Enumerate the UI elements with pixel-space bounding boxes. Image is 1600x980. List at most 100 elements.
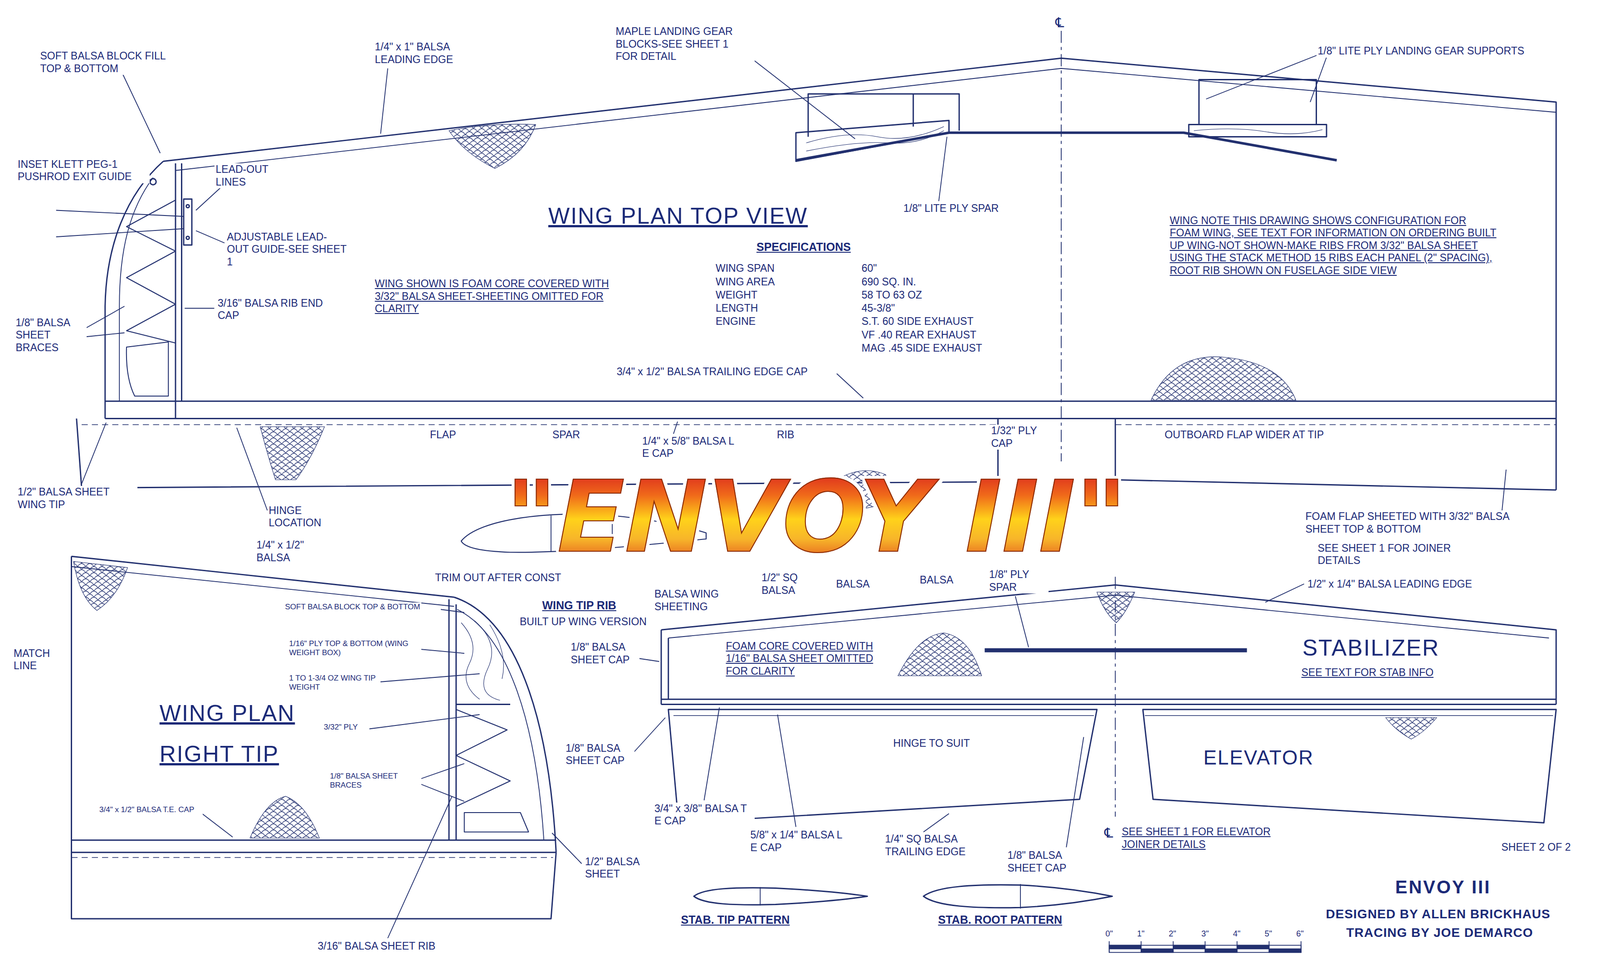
stabilizer-plan [693, 887, 868, 905]
right-tip-plan [457, 609, 544, 840]
scale-bar [1173, 945, 1205, 949]
callout-label: 3/4" x 1/2" BALSA TRAILING EDGE CAP [615, 365, 810, 379]
stabilizer-plan [759, 886, 761, 906]
callout-label: 1/32" PLY CAP [990, 424, 1057, 450]
callout-label: BUILT UP WING VERSION [518, 615, 649, 629]
callout-label: 45-3/8" [860, 302, 897, 315]
callout-label: 3/4" x 3/8" BALSA T E CAP [653, 802, 755, 828]
callout-label: 1/2" SQ BALSA [760, 571, 827, 597]
scale-number: 4" [1231, 928, 1242, 939]
callout-label: SHEET 2 OF 2 [1500, 840, 1573, 854]
balsa-grain-hatch [448, 124, 536, 169]
callout-label: WING NOTE THIS DRAWING SHOWS CONFIGURATI… [1168, 214, 1500, 278]
scale-bar [1204, 948, 1237, 952]
callout-label: 58 TO 63 OZ [860, 288, 924, 302]
callout-label: STAB. ROOT PATTERN [936, 912, 1064, 927]
stabilizer-plan [1019, 883, 1021, 909]
callout-label: 1/4" x 1/2" BALSA [255, 538, 336, 564]
callout-label: MAPLE LANDING GEAR BLOCKS-SEE SHEET 1 FO… [614, 25, 756, 64]
stabilizer-plan [1142, 709, 1557, 823]
wing-top-view [150, 178, 157, 186]
callout-label: MAG .45 SIDE EXHAUST [860, 341, 984, 355]
callout-label: LEAD-OUT LINES [214, 163, 281, 189]
callout-label: 1/2" BALSA SHEET WING TIP [16, 485, 138, 511]
callout-label: 3/16" BALSA RIB END CAP [216, 297, 332, 322]
leader-lines [673, 421, 678, 434]
callout-label: FOAM FLAP SHEETED WITH 3/32" BALSA SHEET… [1304, 510, 1517, 536]
callout-label: ADJUSTABLE LEAD-OUT GUIDE-SEE SHEET 1 [225, 230, 349, 269]
right-tip-plan [448, 599, 457, 840]
wing-top-view [105, 400, 1557, 419]
right-tip-plan [71, 556, 557, 919]
scale-number: 6" [1294, 928, 1305, 939]
scale-number: 5" [1263, 928, 1274, 939]
scale-number: 2" [1167, 928, 1178, 939]
leader-lines [84, 306, 125, 329]
callout-label: HINGE LOCATION [267, 504, 334, 530]
leader-lines [387, 795, 453, 938]
balsa-grain-hatch [260, 426, 325, 480]
wing-top-view [175, 163, 182, 419]
callout-label: 1/4" x 5/8" BALSA L E CAP [640, 434, 743, 460]
callout-label: WEIGHT [714, 288, 759, 302]
leader-lines [420, 763, 465, 779]
leader-lines [369, 714, 480, 729]
stabilizer-plan [984, 648, 1247, 653]
credit-line: TRACING BY JOE DEMARCO [1345, 924, 1535, 941]
leader-lines [923, 813, 949, 832]
callout-label: SOFT BALSA BLOCK FILL TOP & BOTTOM [39, 49, 177, 75]
wing-top-view [163, 58, 1557, 490]
scale-bar [1268, 948, 1301, 952]
view-title: WING PLAN TOP VIEW [546, 203, 810, 229]
callout-label: SOFT BALSA BLOCK TOP & BOTTOM [283, 602, 422, 612]
callout-label: MATCH LINE [12, 647, 64, 673]
wing-top-view [806, 126, 945, 152]
leader-lines [1502, 469, 1507, 511]
callout-label: 1/4" SQ BALSA TRAILING EDGE [883, 832, 986, 858]
callout-label: 1/16" PLY TOP & BOTTOM (WING WEIGHT BOX) [287, 639, 422, 658]
callout-label: RIB [775, 428, 796, 442]
wing-top-view [175, 68, 1557, 171]
callout-label: SPECIFICATIONS [755, 239, 853, 254]
callout-label: BALSA [834, 577, 872, 591]
scale-bar [1109, 941, 1302, 953]
callout-label: BALSA WING SHEETING [653, 587, 753, 613]
wing-top-view [56, 210, 184, 238]
leader-lines [704, 707, 720, 800]
callout-label: HINGE TO SUIT [892, 736, 972, 750]
callout-label: 3/16" BALSA SHEET RIB [316, 939, 438, 953]
callout-label: LENGTH [714, 302, 760, 315]
balsa-grain-hatch [73, 561, 128, 611]
stabilizer-plan [661, 698, 1557, 704]
callout-label: 1/4" x 1" BALSA LEADING EDGE [373, 40, 491, 66]
callout-label: 1/8" BALSA SHEET BRACES [14, 316, 87, 355]
scale-number: 0" [1104, 928, 1115, 939]
callout-label: WING AREA [714, 275, 776, 289]
leader-lines [84, 332, 125, 337]
wing-top-view [183, 199, 192, 245]
callout-label: 1 TO 1-3/4 OZ WING TIP WEIGHT [287, 673, 381, 693]
leader-lines [236, 427, 268, 511]
leader-lines [938, 136, 947, 202]
callout-label: 1/8" LITE PLY SPAR [902, 202, 1000, 215]
stabilizer-plan [661, 629, 669, 704]
leader-lines [1265, 583, 1305, 603]
wing-top-view [1115, 418, 1557, 491]
right-tip-plan [453, 596, 557, 853]
callout-label: FLAP [428, 428, 458, 442]
callout-label: WING SHOWN IS FOAM CORE COVERED WITH 3/3… [373, 277, 620, 316]
scale-bar [1141, 948, 1174, 952]
callout-label: S.T. 60 SIDE EXHAUST [860, 315, 976, 328]
wing-top-view [105, 161, 164, 419]
leader-lines [836, 373, 864, 399]
wing-top-view [808, 93, 960, 137]
scale-bar [1109, 945, 1142, 949]
right-tip-plan [71, 839, 557, 853]
wing-top-view [126, 341, 169, 396]
callout-label: INSET KLETT PEG-1 PUSHROD EXIT GUIDE [16, 158, 150, 184]
right-tip-plan [71, 856, 554, 858]
callout-label: WING SPAN [714, 262, 776, 275]
balsa-grain-hatch [1097, 591, 1135, 623]
scale-number: 3" [1200, 928, 1210, 939]
leader-lines [551, 832, 582, 864]
